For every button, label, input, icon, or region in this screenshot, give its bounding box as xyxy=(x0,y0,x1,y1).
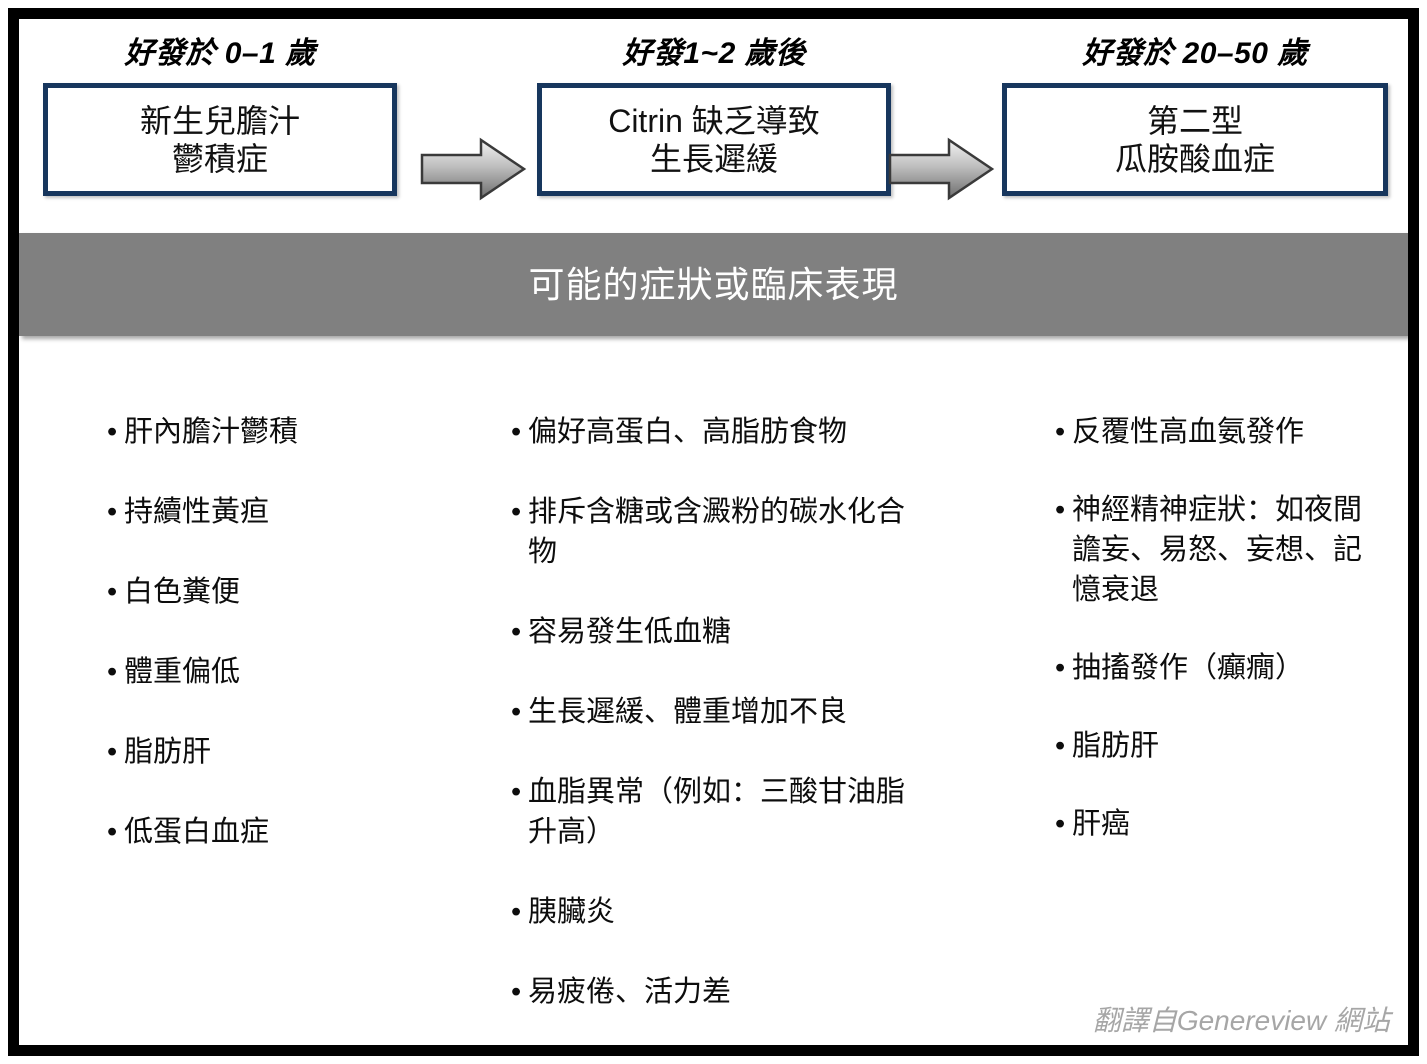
flow-stage-3: 好發於 20–50 歲 第二型 瓜胺酸血症 xyxy=(1002,19,1388,196)
symptom-item: •反覆性高血氨發作 xyxy=(1055,412,1385,452)
bullet-icon: • xyxy=(107,656,118,688)
stage-3-caption: 好發於 20–50 歲 xyxy=(1082,37,1308,70)
symptom-item-label: 排斥含糖或含澱粉的碳水化合物 xyxy=(528,496,906,568)
stage-2-box-line-2: 生長遲緩 xyxy=(649,140,778,177)
bullet-icon: • xyxy=(511,696,522,728)
symptom-item-label: 低蛋白血症 xyxy=(124,816,270,848)
right-arrow-icon xyxy=(885,134,997,204)
symptom-item: •神經精神症狀：如夜間譫妄、易怒、妄想、記憶衰退 xyxy=(1055,490,1385,610)
bullet-icon: • xyxy=(107,416,118,448)
stage-2-box-line-1: Citrin 缺乏導致 xyxy=(608,102,820,139)
stage-2-box: Citrin 缺乏導致 生長遲緩 xyxy=(537,83,891,196)
bullet-icon: • xyxy=(107,736,118,768)
symptom-item: •白色糞便 xyxy=(107,572,467,612)
symptom-item: •胰臟炎 xyxy=(511,892,921,932)
bullet-icon: • xyxy=(107,576,118,608)
slide-content: 好發於 0–1 歲 新生兒膽汁 鬱積症 好發1~2 歲後 xyxy=(19,19,1408,1045)
symptom-column-2: •偏好高蛋白、高脂肪食物•排斥含糖或含澱粉的碳水化合物•容易發生低血糖•生長遲緩… xyxy=(511,336,921,1045)
flow-stage-2: 好發1~2 歲後 Citrin 缺乏導致 生長遲緩 xyxy=(537,19,891,196)
symptom-item: •肝癌 xyxy=(1055,804,1385,844)
stage-1-caption: 好發於 0–1 歲 xyxy=(124,37,316,70)
bullet-icon: • xyxy=(511,976,522,1008)
stage-1-box: 新生兒膽汁 鬱積症 xyxy=(43,83,397,196)
bullet-icon: • xyxy=(1055,416,1066,448)
stage-2-caption: 好發1~2 歲後 xyxy=(622,37,806,70)
symptom-item-label: 反覆性高血氨發作 xyxy=(1072,416,1305,448)
symptoms-banner-title: 可能的症狀或臨床表現 xyxy=(528,263,899,305)
symptom-item-label: 抽搐發作（癲癇） xyxy=(1072,652,1305,684)
symptom-item: •低蛋白血症 xyxy=(107,812,467,852)
symptom-item-label: 神經精神症狀：如夜間譫妄、易怒、妄想、記憶衰退 xyxy=(1072,494,1363,606)
bullet-icon: • xyxy=(511,776,522,808)
symptom-item: •脂肪肝 xyxy=(107,732,467,772)
symptom-item-label: 脂肪肝 xyxy=(1072,730,1160,762)
symptom-item-label: 脂肪肝 xyxy=(124,736,212,768)
symptom-item: •脂肪肝 xyxy=(1055,726,1385,766)
bullet-icon: • xyxy=(511,416,522,448)
symptom-item-label: 容易發生低血糖 xyxy=(528,616,732,648)
bullet-icon: • xyxy=(107,496,118,528)
symptoms-banner: 可能的症狀或臨床表現 xyxy=(19,233,1408,336)
symptom-item-label: 體重偏低 xyxy=(124,656,241,688)
bullet-icon: • xyxy=(1055,730,1066,762)
symptom-item-label: 易疲倦、活力差 xyxy=(528,976,732,1008)
stage-1-box-line-2: 鬱積症 xyxy=(171,140,268,177)
bullet-icon: • xyxy=(511,616,522,648)
stage-1-box-line-1: 新生兒膽汁 xyxy=(139,102,300,139)
symptom-item: •血脂異常（例如：三酸甘油脂升高） xyxy=(511,772,921,852)
symptom-item: •排斥含糖或含澱粉的碳水化合物 xyxy=(511,492,921,572)
symptom-column-3: •反覆性高血氨發作•神經精神症狀：如夜間譫妄、易怒、妄想、記憶衰退•抽搐發作（癲… xyxy=(1055,336,1385,882)
symptom-item: •抽搐發作（癲癇） xyxy=(1055,648,1385,688)
symptom-item-label: 偏好高蛋白、高脂肪食物 xyxy=(528,416,848,448)
bullet-icon: • xyxy=(1055,494,1066,526)
stage-3-box-line-2: 瓜胺酸血症 xyxy=(1114,140,1275,177)
symptom-item: •生長遲緩、體重增加不良 xyxy=(511,692,921,732)
symptom-item: •體重偏低 xyxy=(107,652,467,692)
flow-stage-1: 好發於 0–1 歲 新生兒膽汁 鬱積症 xyxy=(43,19,397,196)
slide-frame: 好發於 0–1 歲 新生兒膽汁 鬱積症 好發1~2 歲後 xyxy=(8,8,1419,1056)
bullet-icon: • xyxy=(511,896,522,928)
right-arrow-icon xyxy=(417,134,529,204)
symptom-item: •肝內膽汁鬱積 xyxy=(107,412,467,452)
symptom-item-label: 肝癌 xyxy=(1072,808,1131,840)
source-watermark: 翻譯自Genereview 網站 xyxy=(1092,1005,1390,1036)
symptom-item: •易疲倦、活力差 xyxy=(511,972,921,1012)
bullet-icon: • xyxy=(511,496,522,528)
symptom-item-label: 白色糞便 xyxy=(124,576,241,608)
symptom-item: •偏好高蛋白、高脂肪食物 xyxy=(511,412,921,452)
stage-3-box-line-1: 第二型 xyxy=(1146,102,1243,139)
bullet-icon: • xyxy=(107,816,118,848)
symptom-item-label: 生長遲緩、體重增加不良 xyxy=(528,696,848,728)
symptom-item-label: 持續性黃疸 xyxy=(124,496,270,528)
symptoms-section: •肝內膽汁鬱積•持續性黃疸•白色糞便•體重偏低•脂肪肝•低蛋白血症 •偏好高蛋白… xyxy=(19,336,1408,1045)
symptom-item-label: 血脂異常（例如：三酸甘油脂升高） xyxy=(528,776,906,848)
stage-3-box: 第二型 瓜胺酸血症 xyxy=(1002,83,1388,196)
symptom-item: •持續性黃疸 xyxy=(107,492,467,532)
symptom-item-label: 胰臟炎 xyxy=(528,896,616,928)
bullet-icon: • xyxy=(1055,652,1066,684)
bullet-icon: • xyxy=(1055,808,1066,840)
symptom-column-1: •肝內膽汁鬱積•持續性黃疸•白色糞便•體重偏低•脂肪肝•低蛋白血症 xyxy=(107,336,467,892)
symptom-item-label: 肝內膽汁鬱積 xyxy=(124,416,299,448)
symptom-item: •容易發生低血糖 xyxy=(511,612,921,652)
